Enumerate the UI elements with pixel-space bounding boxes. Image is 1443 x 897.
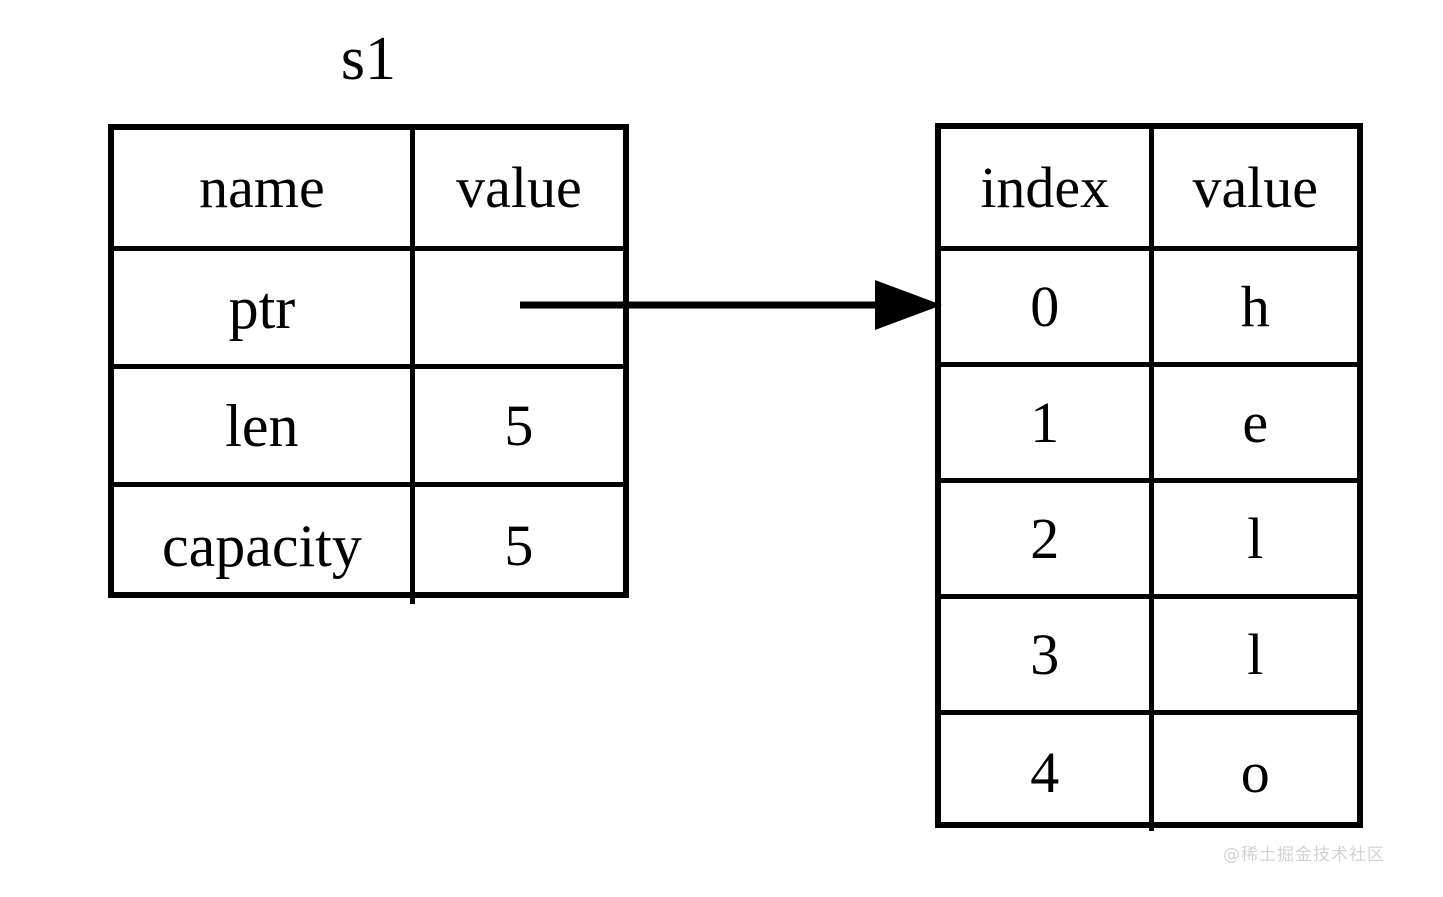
buffer-table: index value 0 h 1 e 2 l 3 l 4 o bbox=[935, 123, 1363, 831]
buffer-value-0: h bbox=[1240, 273, 1270, 339]
buffer-header-value: value bbox=[1192, 154, 1319, 220]
struct-field-value-capacity: 5 bbox=[504, 512, 534, 578]
buffer-value-4: o bbox=[1240, 740, 1270, 805]
watermark: @稀土掘金技术社区 bbox=[1223, 845, 1385, 865]
buffer-index-0: 0 bbox=[941, 251, 1154, 362]
buffer-row-4: 4 o bbox=[941, 715, 1357, 831]
struct-row-len: len 5 bbox=[114, 369, 623, 487]
struct-field-value-ptr bbox=[415, 251, 623, 364]
struct-row-capacity: capacity 5 bbox=[114, 487, 623, 604]
struct-row-ptr: ptr bbox=[114, 251, 623, 369]
buffer-index-3: 3 bbox=[941, 599, 1154, 710]
buffer-row-1: 1 e bbox=[941, 367, 1357, 483]
struct-field-name-ptr: ptr bbox=[114, 251, 415, 364]
struct-field-value-len: 5 bbox=[504, 392, 534, 458]
buffer-index-4: 4 bbox=[941, 715, 1154, 831]
buffer-index-2: 2 bbox=[941, 483, 1154, 594]
buffer-value-2: l bbox=[1247, 505, 1264, 571]
struct-title: s1 bbox=[340, 25, 397, 93]
struct-table: name value ptr len 5 capacity 5 bbox=[108, 124, 629, 604]
buffer-row-2: 2 l bbox=[941, 483, 1357, 599]
buffer-header-row: index value bbox=[941, 129, 1357, 251]
buffer-value-3: l bbox=[1247, 621, 1264, 687]
buffer-index-1: 1 bbox=[941, 367, 1154, 478]
buffer-header-index: index bbox=[941, 129, 1154, 246]
buffer-value-1: e bbox=[1242, 389, 1269, 455]
struct-header-row: name value bbox=[114, 130, 623, 251]
struct-header-value: value bbox=[456, 155, 582, 220]
struct-field-name-capacity: capacity bbox=[114, 487, 415, 604]
buffer-row-3: 3 l bbox=[941, 599, 1357, 715]
struct-field-name-len: len bbox=[114, 369, 415, 482]
struct-header-name: name bbox=[114, 130, 415, 246]
buffer-row-0: 0 h bbox=[941, 251, 1357, 367]
